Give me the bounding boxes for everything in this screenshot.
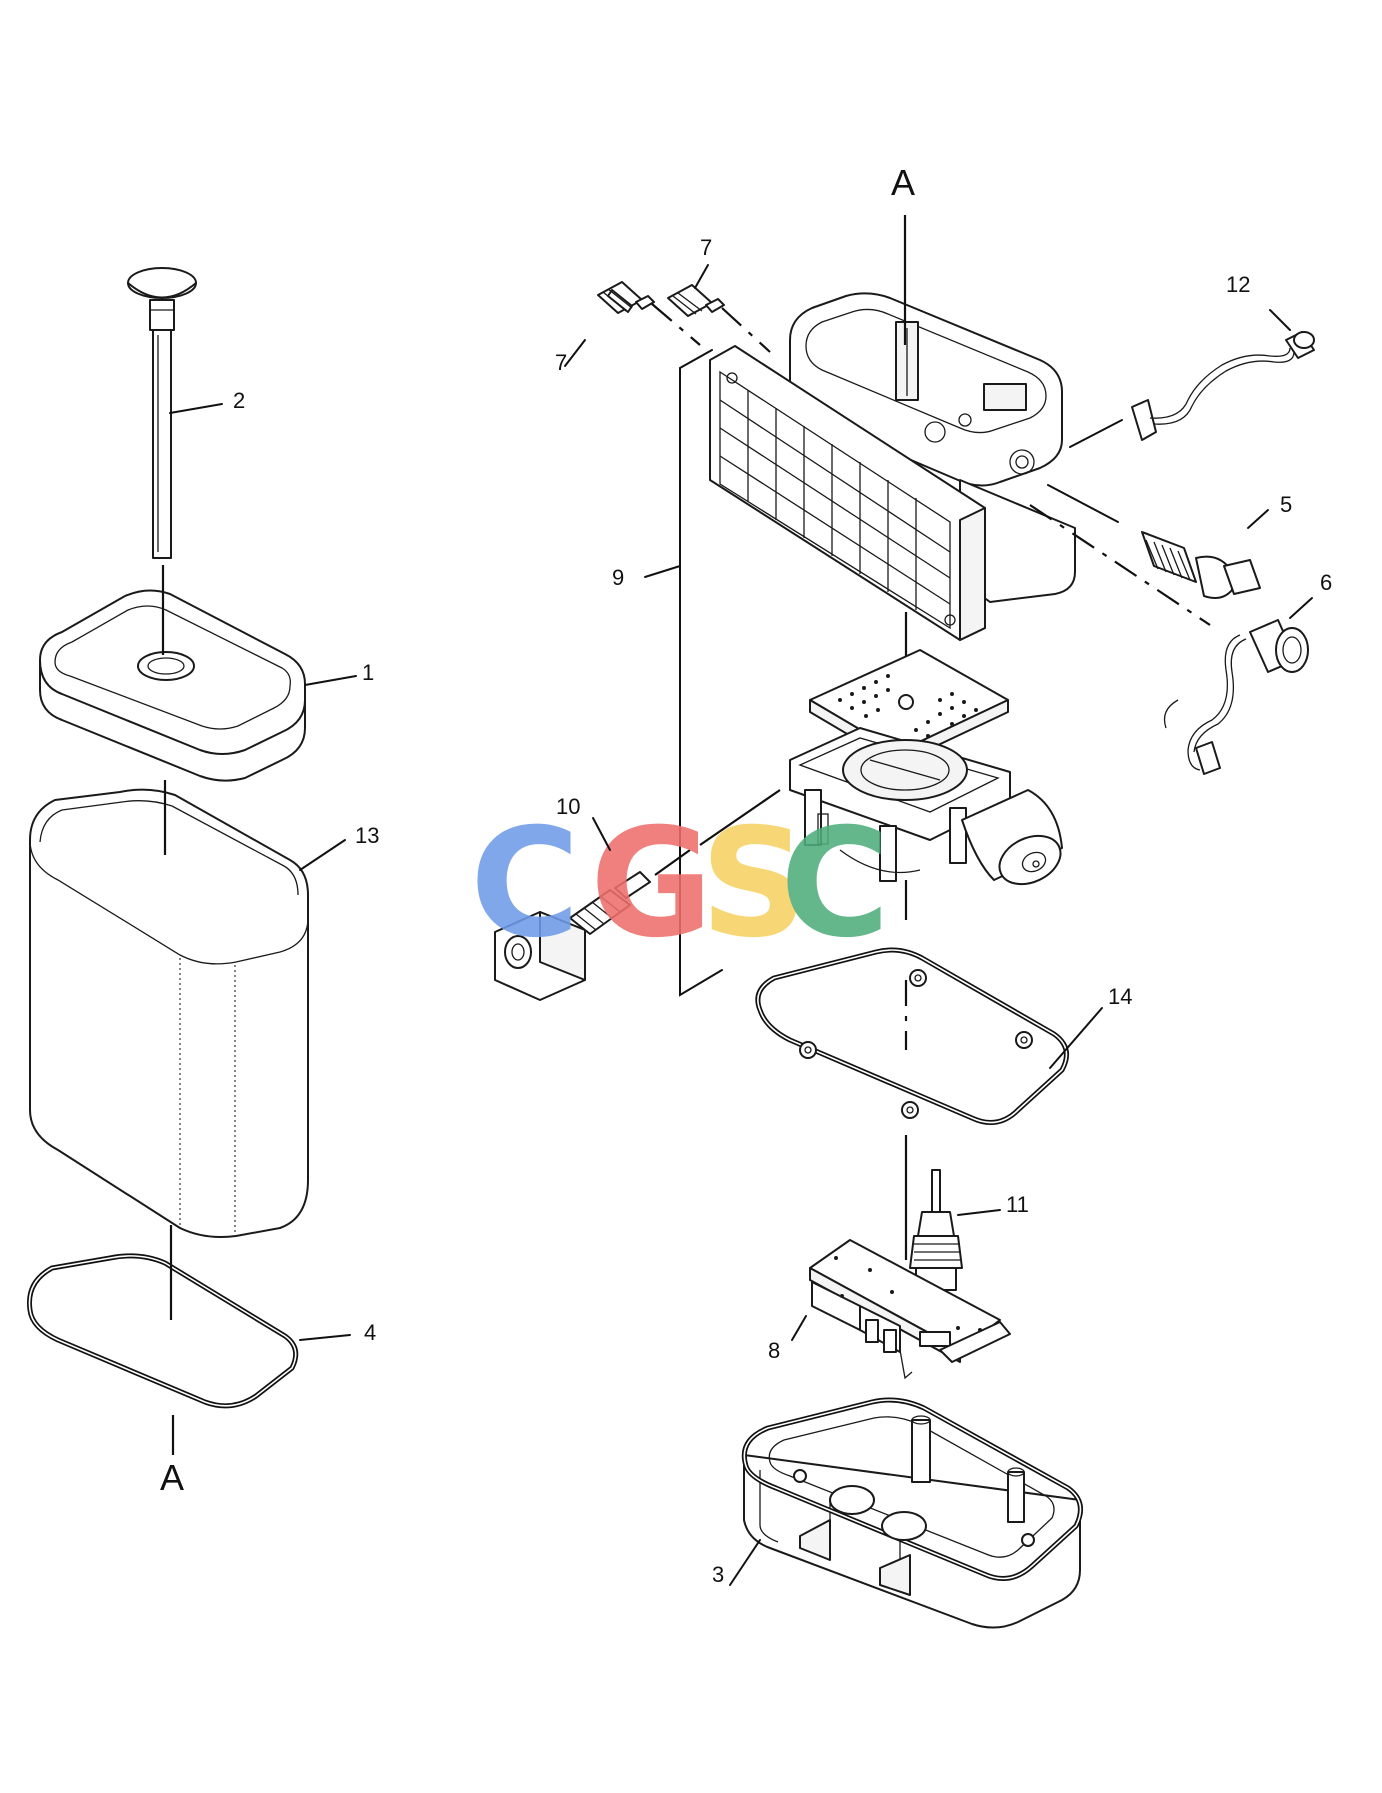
axis-line-fitting-left (651, 303, 701, 346)
perforation-dots (838, 674, 978, 738)
motor-assembly (699, 612, 1063, 920)
housing-body (709, 292, 1076, 641)
callout-12: 12 (1226, 272, 1250, 297)
callout-6: 6 (1320, 570, 1332, 595)
part-14-gasket (755, 947, 1069, 1125)
part-8-circuit-board (809, 1239, 1011, 1380)
part-5-sensor (1047, 484, 1261, 599)
callout-8: 8 (768, 1338, 780, 1363)
reference-letter-top: A (891, 162, 915, 203)
part-10-solenoid (494, 849, 691, 1001)
callout-14: 14 (1108, 984, 1132, 1009)
part-12-harness (1069, 331, 1315, 448)
axis-line-fitting-right (721, 307, 771, 353)
watermark-letter-2: G (590, 797, 713, 971)
callout-2: 2 (233, 388, 245, 413)
callout-5: 5 (1280, 492, 1292, 517)
part-3-base (741, 1397, 1083, 1629)
callout-10: 10 (556, 794, 580, 819)
housing-grid (719, 390, 951, 610)
part-6-connector (1029, 504, 1309, 775)
callout-3: 3 (712, 1562, 724, 1587)
part-7-fitting-right (667, 284, 725, 317)
leader-lines (169, 264, 1313, 1586)
callout-7-left: 7 (555, 350, 567, 375)
callout-4: 4 (364, 1320, 376, 1345)
reference-letter-bottom: A (160, 1457, 184, 1498)
part-9-bracket (679, 349, 723, 997)
callout-1: 1 (362, 660, 374, 685)
callout-7-top: 7 (700, 235, 712, 260)
part-11-valve (904, 1135, 963, 1291)
watermark-logo: C G S C (470, 797, 890, 971)
part-4-seal (26, 1253, 299, 1409)
watermark-letter-1: C (470, 797, 580, 971)
part-7-fitting-left (597, 281, 655, 314)
part-2-dipstick (127, 267, 197, 559)
part-1-lid (39, 589, 306, 782)
watermark-letter-4: C (780, 797, 890, 971)
part-13-tank (29, 788, 309, 1238)
callout-11: 11 (1006, 1192, 1029, 1217)
callout-13: 13 (355, 823, 379, 848)
callout-9: 9 (612, 565, 624, 590)
watermark-letter-3: S (700, 797, 808, 971)
